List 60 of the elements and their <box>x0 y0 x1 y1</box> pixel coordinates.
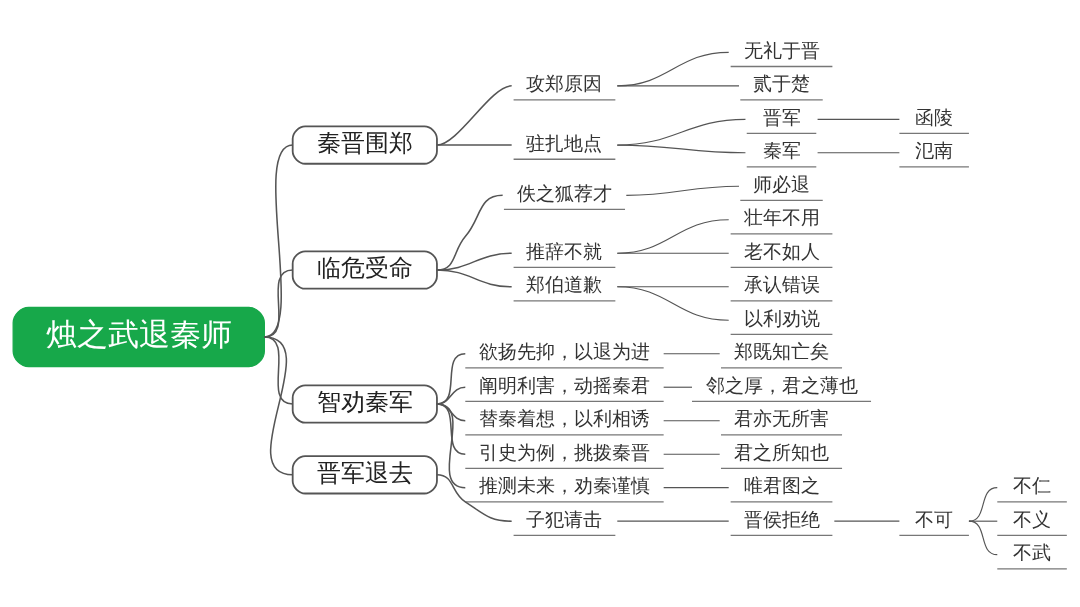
connector <box>436 403 467 489</box>
node-text: 不仁 <box>1013 474 1052 498</box>
connector <box>817 118 900 120</box>
connector <box>436 85 513 146</box>
connector <box>663 386 693 388</box>
node-text: 晋军 <box>762 105 801 129</box>
node-box: 秦晋围郑 <box>291 125 438 165</box>
node-text: 邻之厚，君之薄也 <box>705 373 858 397</box>
connector <box>968 487 998 522</box>
node-text: 郑伯道歉 <box>526 273 603 297</box>
connector <box>616 252 730 254</box>
node-text: 替秦着想，以利相诱 <box>478 407 650 431</box>
node-text: 不可 <box>915 507 954 531</box>
connector <box>817 152 900 154</box>
connector <box>616 85 740 87</box>
node-text: 晋侯拒绝 <box>743 507 820 531</box>
node-text: 秦军 <box>762 139 801 163</box>
connector <box>663 453 721 455</box>
node-text: 老不如人 <box>743 239 820 263</box>
node-text: 无礼于晋 <box>743 38 820 62</box>
node-text: 氾南 <box>915 139 954 163</box>
connector <box>616 286 730 321</box>
connector <box>663 353 721 355</box>
connector <box>436 474 513 522</box>
connector <box>616 219 730 254</box>
node-box: 临危受命 <box>291 250 438 290</box>
connector <box>625 185 740 196</box>
node-text: 不义 <box>1013 507 1052 531</box>
node-text: 不武 <box>1013 541 1052 565</box>
node-text: 驻扎地点 <box>526 131 603 155</box>
node-box: 晋军退去 <box>291 455 438 495</box>
connector <box>263 336 294 476</box>
node-text: 攻郑原因 <box>526 72 603 96</box>
connector <box>968 520 998 556</box>
node-text: 师必退 <box>753 172 811 196</box>
node-text: 佚之狐荐才 <box>516 181 612 205</box>
node-text: 壮年不用 <box>743 206 820 230</box>
node-text: 子犯请击 <box>526 507 603 531</box>
node-text: 推测未来，劝秦谨慎 <box>478 474 650 498</box>
node-text: 以利劝说 <box>743 306 820 330</box>
node-text: 君之所知也 <box>734 440 830 464</box>
node-text: 引史为例，挑拨秦晋 <box>478 440 650 464</box>
node-text: 承认错误 <box>743 273 820 297</box>
node-text: 阐明利害，动摇秦君 <box>478 373 650 397</box>
node-text: 贰于楚 <box>753 72 811 96</box>
connector <box>436 144 513 146</box>
connector <box>663 420 721 422</box>
node-text: 郑既知亡矣 <box>734 340 830 364</box>
node-text: 欲扬先抑，以退为进 <box>478 340 650 364</box>
node-text: 推辞不就 <box>526 239 603 263</box>
node-text: 君亦无所害 <box>734 407 830 431</box>
connector <box>436 269 513 288</box>
connector <box>663 487 730 489</box>
connector <box>616 520 730 522</box>
node-box: 烛之武退秦师 <box>12 306 265 368</box>
connector <box>616 144 747 154</box>
node-box: 智劝秦军 <box>291 384 438 424</box>
node-text: 唯君图之 <box>743 474 820 498</box>
connector <box>833 520 900 522</box>
node-text: 函陵 <box>915 105 954 129</box>
